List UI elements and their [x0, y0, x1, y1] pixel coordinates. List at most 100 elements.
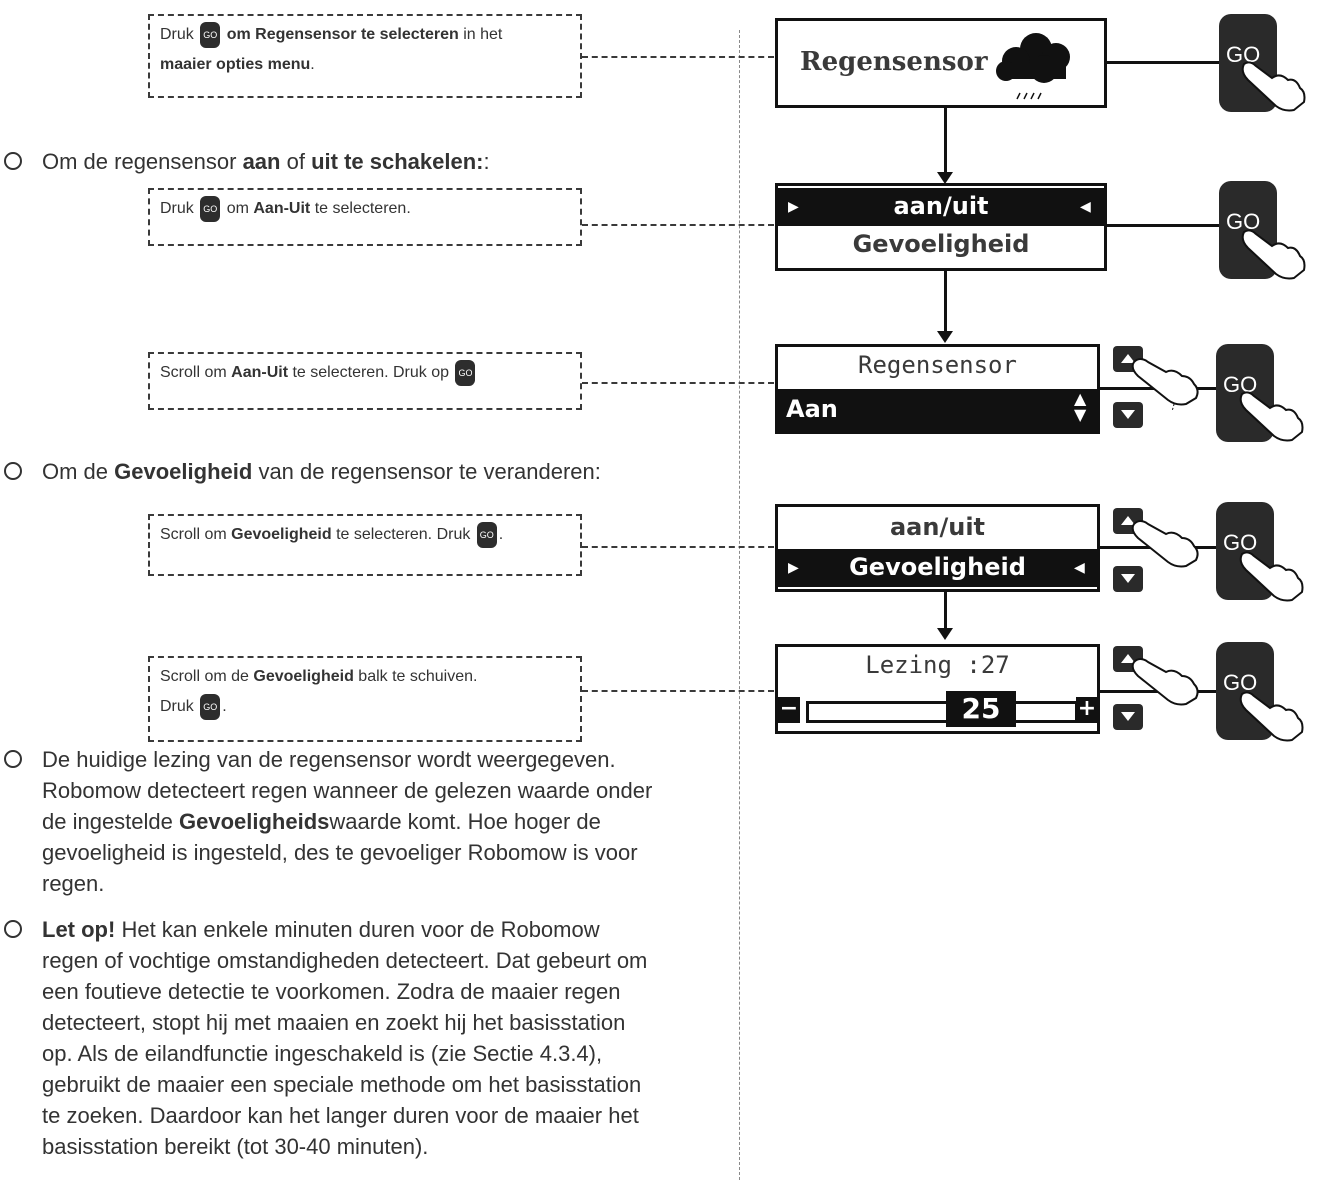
lcd-selected-row: ▶ aan/uit ◀: [778, 188, 1104, 226]
arrow-down-icon: [937, 172, 953, 184]
instruction-box-2: Druk GO om Aan-Uit te selecteren.: [148, 188, 582, 246]
lcd-title: Regensensor: [858, 351, 1017, 379]
solid-line: [1107, 224, 1222, 227]
instruction-text: te selecteren.: [314, 200, 411, 217]
punctuation: .: [498, 526, 504, 543]
bullet-bold: Gevoeligheid: [114, 459, 253, 484]
instruction-text: Druk: [160, 698, 194, 715]
go-label: GO: [1223, 670, 1258, 695]
pointing-hand-icon: [1131, 520, 1199, 568]
instruction-text: Scroll om: [160, 364, 227, 381]
pointing-hand-icon: [1241, 61, 1306, 112]
paragraph-line: detecteert, stopt hij met maaien en zoek…: [42, 1010, 626, 1035]
lcd-row-onoff: aan/uit: [893, 192, 989, 220]
paragraph-bold: Let op!: [42, 917, 116, 942]
instruction-text: Druk: [160, 200, 194, 217]
instruction-text: Druk: [160, 26, 194, 43]
go-label: GO: [1223, 530, 1258, 555]
lcd-sensitivity-bar: Lezing :27 − 25 +: [775, 644, 1100, 734]
connector-line: [582, 382, 774, 384]
connector-line: [582, 224, 774, 226]
paragraph-bold: Gevoeligheids: [179, 809, 330, 834]
go-key-icon: GO: [455, 359, 476, 386]
bullet-circle-icon: [4, 462, 22, 480]
bullet-circle-icon: [4, 152, 22, 170]
paragraph-line: De huidige lezing van de regensensor wor…: [42, 747, 616, 772]
bullet-circle-icon: [4, 920, 22, 938]
pointing-hand-icon: [1239, 691, 1304, 742]
pointing-hand-icon: [1131, 358, 1199, 410]
instruction-bold: maaier opties menu: [160, 56, 311, 73]
bullet-circle-icon: [4, 750, 22, 768]
instruction-text: te selecteren. Druk op: [292, 364, 450, 381]
rain-cloud-icon: [996, 33, 1070, 100]
bullet-reading: De huidige lezing van de regensensor wor…: [4, 744, 653, 899]
arrow-line: [944, 592, 947, 630]
paragraph-line: te zoeken. Daardoor kan het langer duren…: [42, 1103, 639, 1128]
select-right-icon: ◀: [1080, 199, 1091, 215]
arrow-down-icon: [937, 331, 953, 343]
pointing-hand-icon: [1241, 229, 1306, 280]
instruction-text: om: [226, 200, 249, 217]
pointing-hand-icon: [1239, 391, 1304, 442]
bullet-text: Om de: [42, 459, 109, 484]
arrow-down-icon: [937, 628, 953, 640]
scroll-down-button[interactable]: [1113, 402, 1143, 428]
lcd-label: Regensensor: [800, 47, 988, 77]
instruction-bold: Gevoeligheid: [231, 526, 332, 543]
paragraph-line: gevoeligheid is ingesteld, des te gevoel…: [42, 840, 638, 865]
bullet-sensitivity: Om de Gevoeligheid van de regensensor te…: [4, 456, 601, 487]
paragraph-line: Robomow detecteert regen wanneer de gele…: [42, 778, 653, 803]
sensitivity-value: 25: [946, 691, 1016, 727]
select-left-icon: ▶: [788, 199, 799, 215]
instruction-box-4: Scroll om Gevoeligheid te selecteren. Dr…: [148, 514, 582, 576]
instruction-box-3: Scroll om Aan-Uit te selecteren. Druk op…: [148, 352, 582, 410]
lcd-reading: Lezing :27: [865, 651, 1010, 679]
pointing-hand-icon: [1239, 551, 1304, 602]
lcd-value: Aan: [786, 395, 838, 423]
go-key-icon: GO: [200, 693, 221, 720]
punctuation: .: [222, 698, 227, 715]
scroll-down-button[interactable]: [1113, 704, 1143, 730]
paragraph-line: op. Als de eilandfunctie ingeschakeld is…: [42, 1041, 603, 1066]
bullet-note: Let op! Het kan enkele minuten duren voo…: [4, 914, 647, 1162]
lcd-regensensor: Regensensor: [775, 18, 1107, 108]
bullet-bold: aan: [242, 149, 281, 174]
go-key-icon: GO: [476, 521, 497, 548]
instruction-text: Scroll om de: [160, 668, 249, 685]
paragraph-line: een foutieve detectie te voorkomen. Zodr…: [42, 979, 621, 1004]
bullet-text: Om de regensensor: [42, 149, 237, 174]
bullet-onoff: Om de regensensor aan of uit te schakele…: [4, 146, 490, 177]
paragraph-text: Het kan enkele minuten duren voor de Rob…: [121, 917, 600, 942]
connector-line: [582, 56, 774, 58]
lcd-regensensor-setting: Regensensor Aan ▲▼: [775, 344, 1100, 434]
sensitivity-slider: [806, 701, 1078, 723]
go-key-icon: GO: [200, 195, 221, 222]
paragraph-text: de ingestelde: [42, 809, 173, 834]
instruction-bold: Aan-Uit: [253, 200, 311, 217]
instruction-text: in het: [463, 26, 503, 43]
scroll-down-button[interactable]: [1113, 566, 1143, 592]
lcd-value-row: Aan ▲▼: [778, 389, 1097, 431]
instruction-text: Scroll om: [160, 526, 227, 543]
connector-line: [582, 546, 774, 548]
minus-icon: −: [778, 696, 800, 723]
instruction-bold: Gevoeligheid: [253, 668, 354, 685]
punctuation: :: [483, 149, 490, 174]
paragraph-line: de ingestelde Gevoeligheidswaarde komt. …: [42, 806, 652, 837]
bullet-text: of: [286, 149, 305, 174]
go-key-icon: GO: [200, 21, 221, 48]
paragraph-line: gebruikt de maaier een speciale methode …: [42, 1072, 642, 1097]
instruction-text: te selecteren. Druk: [336, 526, 471, 543]
lcd-row-onoff: aan/uit: [889, 513, 986, 541]
arrow-line: [944, 271, 947, 333]
lcd-row-sensitivity: Gevoeligheid: [849, 553, 1026, 581]
lcd-row-sensitivity: Gevoeligheid: [852, 230, 1030, 258]
lcd-menu-2: aan/uit ▶ Gevoeligheid ◀: [775, 504, 1100, 592]
arrow-line: [944, 108, 947, 174]
lcd-menu-1: ▶ aan/uit ◀ Gevoeligheid: [775, 183, 1107, 271]
paragraph-line: regen.: [42, 871, 105, 896]
updown-icon: ▲▼: [1074, 389, 1087, 424]
go-label: GO: [1226, 209, 1261, 234]
instruction-text: balk te schuiven.: [358, 668, 478, 685]
